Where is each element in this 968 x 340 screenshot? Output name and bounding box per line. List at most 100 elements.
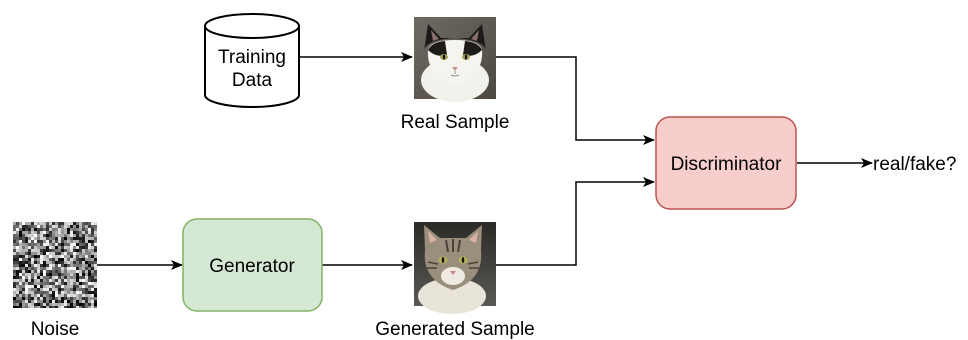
noise-pixel (25, 291, 28, 294)
noise-pixel (46, 252, 49, 255)
noise-pixel (94, 246, 97, 249)
noise-pixel (88, 264, 91, 267)
noise-pixel (43, 270, 46, 273)
noise-pixel (61, 246, 64, 249)
noise-pixel (91, 279, 94, 282)
noise-pixel (88, 252, 91, 255)
noise-pixel (73, 258, 76, 261)
noise-pixel (91, 258, 94, 261)
noise-pixel (19, 225, 22, 228)
noise-pixel (85, 303, 88, 306)
noise-pixel (19, 300, 22, 303)
edge-generated-to-discriminator (496, 177, 655, 266)
noise-pixel (34, 273, 37, 276)
noise-pixel (79, 240, 82, 243)
noise-pixel (46, 285, 49, 288)
noise-pixel (46, 294, 49, 297)
noise-pixel (52, 276, 55, 279)
noise-pixel (13, 240, 16, 243)
noise-pixel (64, 270, 67, 273)
noise-pixel (70, 303, 73, 306)
noise-pixel (25, 240, 28, 243)
noise-pixel (13, 267, 16, 270)
noise-pixel (73, 282, 76, 285)
noise-pixel (58, 282, 61, 285)
noise-pixel (31, 246, 34, 249)
noise-pixel (79, 228, 82, 231)
noise-pixel (64, 252, 67, 255)
noise-pixel (37, 270, 40, 273)
noise-pixel (43, 225, 46, 228)
noise-pixel (49, 222, 52, 225)
noise-pixel (94, 279, 97, 282)
noise-pixel (61, 255, 64, 258)
noise-pixel (76, 303, 79, 306)
noise-pixel (28, 240, 31, 243)
noise-pixel (79, 237, 82, 240)
noise-pixel (58, 261, 61, 264)
noise-pixel (73, 246, 76, 249)
noise-pixel (37, 237, 40, 240)
noise-pixel (28, 270, 31, 273)
noise-pixel (52, 300, 55, 303)
noise-pixel (52, 249, 55, 252)
noise-pixel (31, 264, 34, 267)
noise-pixel (58, 297, 61, 300)
noise-pixel (31, 261, 34, 264)
noise-pixel (73, 243, 76, 246)
noise-pixel (76, 306, 79, 308)
noise-pixel (31, 237, 34, 240)
noise-pixel (58, 294, 61, 297)
noise-pixel (52, 267, 55, 270)
noise-pixel (43, 222, 46, 225)
noise-pixel (31, 225, 34, 228)
noise-pixel (34, 240, 37, 243)
noise-pixel (70, 225, 73, 228)
noise-pixel (49, 258, 52, 261)
noise-pixel (79, 306, 82, 308)
noise-pixel (13, 297, 16, 300)
noise-pixel (22, 255, 25, 258)
noise-pixel (52, 225, 55, 228)
noise-pixel (31, 267, 34, 270)
noise-pixel (40, 237, 43, 240)
noise-pixel (55, 276, 58, 279)
noise-pixel (73, 240, 76, 243)
noise-pixel (94, 264, 97, 267)
noise-pixel (13, 270, 16, 273)
noise-pixel (34, 300, 37, 303)
noise-pixel (16, 222, 19, 225)
noise-pixel (19, 237, 22, 240)
noise-pixel (19, 246, 22, 249)
noise-pixel (22, 267, 25, 270)
noise-pixel (82, 267, 85, 270)
noise-pixel (64, 285, 67, 288)
noise-pixel (76, 264, 79, 267)
noise-pixel (31, 252, 34, 255)
noise-pixel (22, 276, 25, 279)
noise-pixel (19, 252, 22, 255)
noise-pixel (28, 297, 31, 300)
noise-pixel (49, 234, 52, 237)
noise-pixel (61, 249, 64, 252)
noise-pixel (85, 273, 88, 276)
noise-pixel (70, 246, 73, 249)
noise-pixel (46, 267, 49, 270)
noise-pixel (16, 288, 19, 291)
noise-pixel (37, 246, 40, 249)
noise-pixel (70, 237, 73, 240)
noise-pixel (88, 276, 91, 279)
noise-pixel (40, 243, 43, 246)
noise-pixel (31, 270, 34, 273)
noise-pixel (13, 246, 16, 249)
noise-pixel (40, 303, 43, 306)
noise-pixel (94, 255, 97, 258)
noise-pixel (88, 294, 91, 297)
noise-pixel (22, 285, 25, 288)
noise-pixel (46, 243, 49, 246)
noise-pixel (46, 237, 49, 240)
noise-pixel (49, 279, 52, 282)
noise-pixel (79, 273, 82, 276)
noise-pixel (91, 225, 94, 228)
noise-pixel (37, 255, 40, 258)
